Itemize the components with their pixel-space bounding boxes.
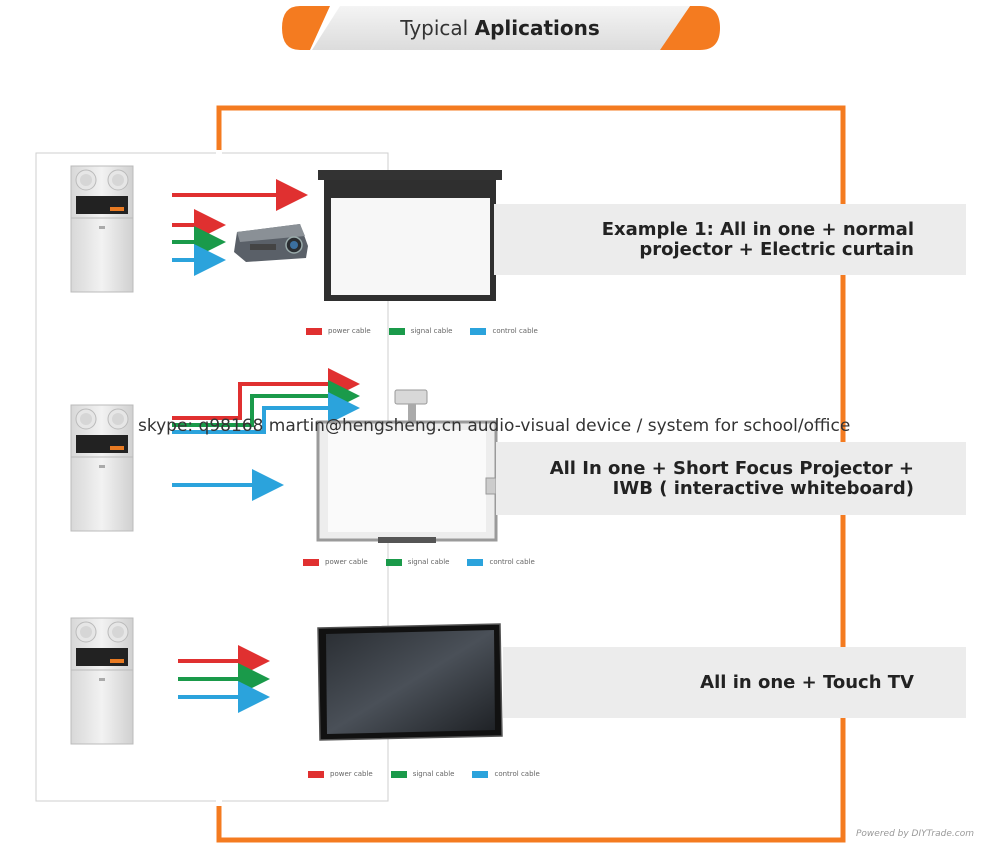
legend-signal: signal cable [390, 770, 454, 778]
legend-example1: power cable signal cable control cable [306, 327, 538, 335]
all-in-one-unit-icon [70, 165, 134, 293]
legend-signal: signal cable [388, 327, 452, 335]
example3-label-line1: All in one + Touch TV [700, 671, 914, 693]
example1-label-band: Example 1: All in one + normal projector… [494, 204, 966, 275]
example2-label-line2: IWB ( interactive whiteboard) [612, 477, 914, 499]
example1-label-line1: Example 1: All in one + normal [601, 218, 914, 240]
title-light: Typical [400, 16, 469, 40]
example2-label-line1: All In one + Short Focus Projector + [549, 457, 914, 479]
example3-arrows [178, 645, 270, 713]
legend-control: control cable [472, 770, 540, 778]
powered-by-footer: Powered by DIYTrade.com [856, 829, 974, 839]
example2-label: All In one + Short Focus Projector + IWB… [549, 457, 914, 499]
legend-example2: power cable signal cable control cable [303, 558, 535, 566]
interactive-whiteboard-icon [316, 389, 498, 543]
all-in-one-unit-icon [70, 404, 134, 532]
example3-label-band: All in one + Touch TV [503, 647, 966, 718]
example3-label: All in one + Touch TV [700, 671, 914, 693]
legend-signal: signal cable [385, 558, 449, 566]
legend-control: control cable [467, 558, 535, 566]
legend-power: power cable [303, 558, 368, 566]
example2-label-band: All In one + Short Focus Projector + IWB… [496, 442, 966, 515]
legend-control: control cable [470, 327, 538, 335]
projector-icon [234, 224, 308, 262]
example2-arrows [172, 368, 360, 501]
example1-label-line2: projector + Electric curtain [639, 238, 914, 260]
legend-power: power cable [308, 770, 373, 778]
title-bold: Aplications [474, 16, 600, 40]
projector-screen-icon [318, 170, 502, 301]
example1-arrows [172, 179, 308, 276]
legend-example3: power cable signal cable control cable [308, 770, 540, 778]
legend-power: power cable [306, 327, 371, 335]
header-banner [282, 6, 720, 50]
example1-label: Example 1: All in one + normal projector… [601, 218, 914, 260]
watermark-text: skype: q98168 martin@hengsheng.cn audio-… [138, 416, 851, 436]
all-in-one-unit-icon [70, 617, 134, 745]
page-title: Typical Aplications [340, 16, 660, 40]
touch-tv-icon [317, 623, 503, 741]
